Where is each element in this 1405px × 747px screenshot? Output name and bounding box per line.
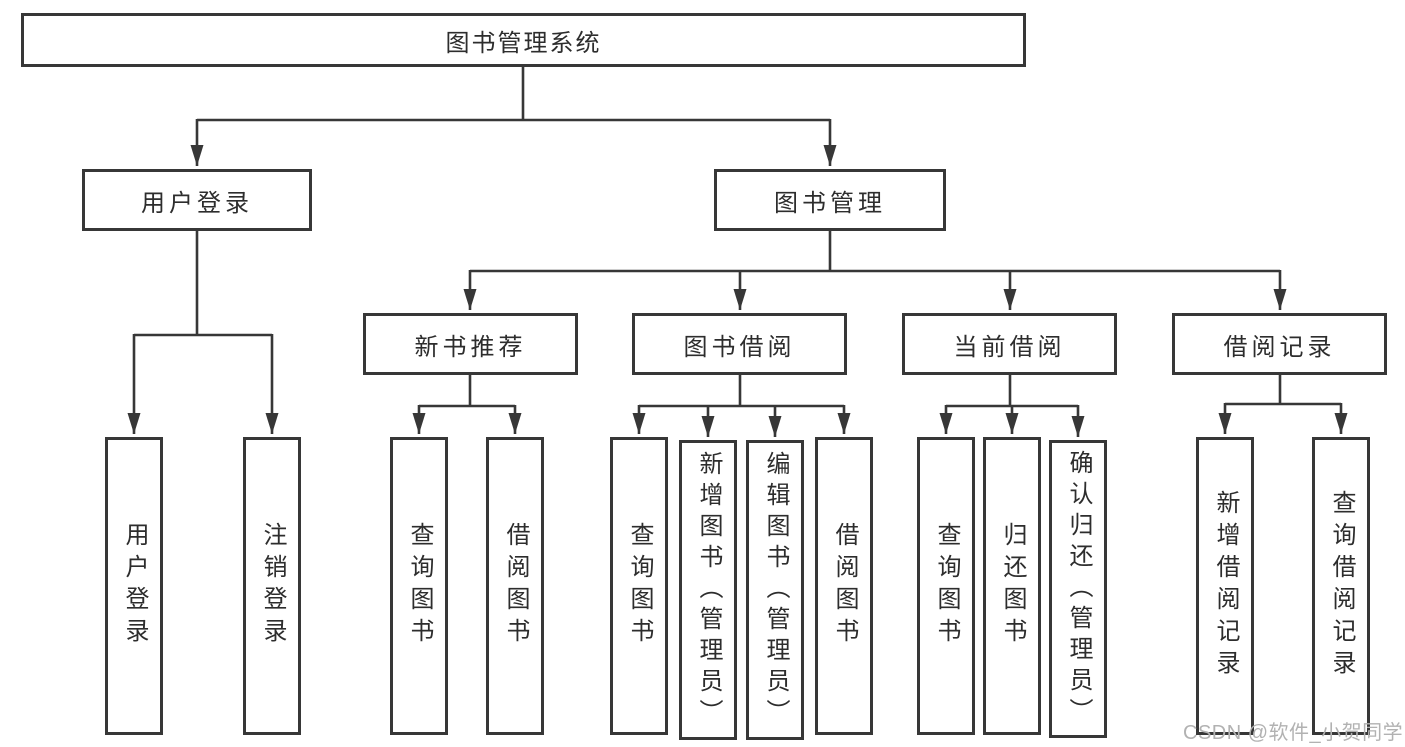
leaf-nb-borrow-books-label: 借阅图书 bbox=[502, 522, 529, 650]
node-current-borrowing-label: 当前借阅 bbox=[953, 333, 1066, 361]
leaf-re-add-record-label: 新增借阅记录 bbox=[1212, 490, 1239, 682]
leaf-bw-borrow-books: 借阅图书 bbox=[815, 437, 873, 735]
leaf-re-add-record: 新增借阅记录 bbox=[1196, 437, 1254, 735]
node-user-login: 用户登录 bbox=[82, 169, 312, 231]
leaf-user-login-label: 用户登录 bbox=[121, 522, 148, 650]
leaf-cu-query-books-label: 查询图书 bbox=[933, 522, 960, 650]
node-new-book-recommend: 新书推荐 bbox=[363, 313, 578, 375]
leaf-cu-query-books: 查询图书 bbox=[917, 437, 975, 735]
leaf-bw-add-books-admin-label: 新增图书（管理员） bbox=[695, 450, 722, 730]
leaf-re-query-record: 查询借阅记录 bbox=[1312, 437, 1370, 735]
leaf-cu-return-books: 归还图书 bbox=[983, 437, 1041, 735]
leaf-re-query-record-label: 查询借阅记录 bbox=[1328, 490, 1355, 682]
leaf-nb-query-books: 查询图书 bbox=[390, 437, 448, 735]
leaf-user-login: 用户登录 bbox=[105, 437, 163, 735]
node-root-label: 图书管理系统 bbox=[445, 29, 602, 57]
leaf-cu-return-books-label: 归还图书 bbox=[999, 522, 1026, 650]
leaf-cu-confirm-return-admin: 确认归还（管理员） bbox=[1049, 440, 1107, 738]
leaf-bw-borrow-books-label: 借阅图书 bbox=[831, 522, 858, 650]
leaf-cu-confirm-return-admin-label: 确认归还（管理员） bbox=[1065, 449, 1092, 729]
node-borrowing-records: 借阅记录 bbox=[1172, 313, 1387, 375]
leaf-logout: 注销登录 bbox=[243, 437, 301, 735]
leaf-nb-borrow-books: 借阅图书 bbox=[486, 437, 544, 735]
leaf-bw-add-books-admin: 新增图书（管理员） bbox=[679, 440, 737, 740]
node-book-borrowing-label: 图书借阅 bbox=[683, 333, 796, 361]
leaf-logout-label: 注销登录 bbox=[259, 522, 286, 650]
node-book-management: 图书管理 bbox=[714, 169, 946, 231]
node-new-book-recommend-label: 新书推荐 bbox=[414, 333, 527, 361]
watermark: CSDN @软件_小贺同学 bbox=[1183, 722, 1404, 744]
node-book-borrowing: 图书借阅 bbox=[632, 313, 847, 375]
leaf-nb-query-books-label: 查询图书 bbox=[406, 522, 433, 650]
leaf-bw-edit-books-admin-label: 编辑图书（管理员） bbox=[762, 450, 789, 730]
leaf-bw-query-books: 查询图书 bbox=[610, 437, 668, 735]
leaf-bw-edit-books-admin: 编辑图书（管理员） bbox=[746, 440, 804, 740]
node-root: 图书管理系统 bbox=[21, 13, 1026, 67]
node-user-login-label: 用户登录 bbox=[141, 189, 253, 217]
leaf-bw-query-books-label: 查询图书 bbox=[626, 522, 653, 650]
node-current-borrowing: 当前借阅 bbox=[902, 313, 1117, 375]
node-book-management-label: 图书管理 bbox=[774, 189, 886, 217]
node-borrowing-records-label: 借阅记录 bbox=[1223, 333, 1336, 361]
